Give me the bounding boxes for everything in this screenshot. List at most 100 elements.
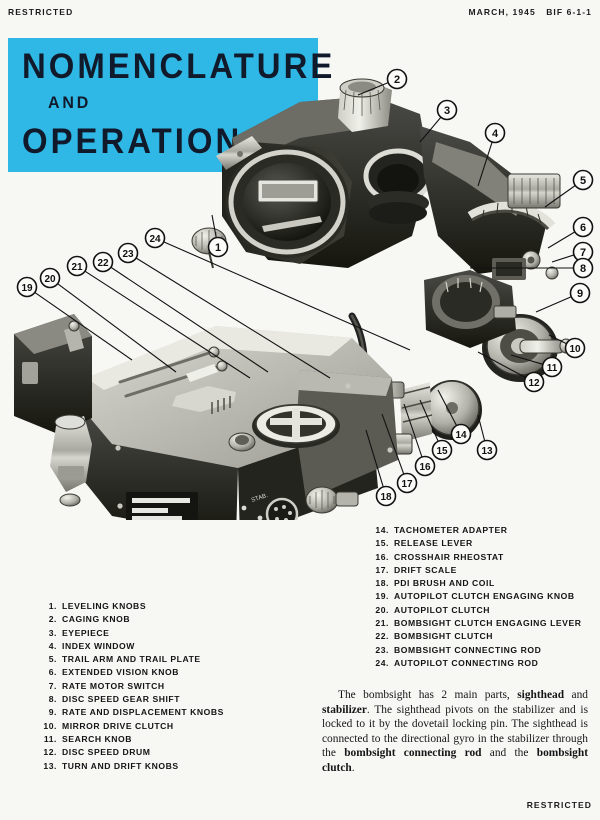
callout-bubble (144, 227, 166, 249)
callout-bubble (572, 257, 594, 279)
callout-leader-line (381, 413, 405, 475)
callout-number: 11 (547, 363, 558, 374)
callout-number: 9 (577, 288, 583, 300)
parts-list-item: 1.LEVELING KNOBS (40, 600, 224, 613)
parts-list-item-number: 5. (48, 654, 57, 665)
callout-bubble (66, 255, 88, 277)
callout-leader-line (477, 414, 486, 441)
parts-list-item-number: 14. (375, 525, 389, 535)
parts-list-item-label: EXTENDED VISION KNOB (62, 667, 180, 678)
parts-list-item-label: TACHOMETER ADAPTER (394, 525, 508, 535)
para-seg-1: The bombsight has 2 main parts, (338, 689, 518, 701)
callout-leader-line (535, 296, 572, 313)
callout-leader-line (84, 270, 251, 379)
callout-number: 15 (436, 446, 448, 457)
parts-list-item-number: 23. (375, 644, 389, 655)
callout-bubble (484, 122, 506, 144)
parts-list-item: 24.AUTOPILOT CONNECTING ROD (372, 657, 582, 670)
callout-11: 11 (541, 356, 563, 378)
callout-12: 12 (523, 371, 545, 393)
callout-leader-line (419, 116, 442, 143)
callout-4: 4 (484, 122, 506, 144)
callout-21: 21 (66, 255, 88, 277)
parts-list-item-label: BOMBSIGHT CLUTCH (394, 631, 494, 642)
callout-number: 22 (97, 258, 109, 269)
callout-leader-line (437, 389, 458, 426)
parts-list-item: 3.EYEPIECE (40, 627, 224, 640)
parts-list-item-number: 15. (375, 538, 389, 549)
callout-23: 23 (117, 242, 139, 264)
callout-3: 3 (436, 99, 458, 121)
bombsight-figure: STAB. (0, 30, 600, 520)
callout-15: 15 (431, 439, 453, 461)
parts-list-item: 12.DISC SPEED DRUM (40, 746, 224, 759)
callout-number: 14 (455, 430, 467, 441)
parts-list-item-label: TURN AND DRIFT KNOBS (62, 760, 179, 771)
callout-bubble (476, 439, 498, 461)
callout-16: 16 (414, 455, 436, 477)
parts-list-item-number: 22. (375, 631, 389, 642)
title-line-2: AND (48, 93, 92, 112)
callout-leader-line (548, 334, 567, 345)
parts-list-item-label: BOMBSIGHT CONNECTING ROD (394, 644, 542, 655)
callout-bubble (564, 337, 586, 359)
callout-bubble (375, 485, 397, 507)
para-bold-stabilizer: stabilizer (322, 703, 367, 716)
callout-leader-line (477, 351, 526, 378)
parts-list-item-label: PDI BRUSH AND COIL (394, 578, 495, 589)
callout-bubble (572, 216, 594, 238)
parts-list-item-label: AUTOPILOT CLUTCH (394, 604, 491, 615)
callout-24: 24 (144, 227, 166, 249)
callout-bubble (431, 439, 453, 461)
parts-list-item: 8.DISC SPEED GEAR SHIFT (40, 693, 224, 706)
title-line-1: NOMENCLATURE (22, 47, 336, 86)
para-bold-clutch: bombsight clutch (322, 747, 589, 774)
callout-bubble (572, 169, 594, 191)
para-seg-3: . The sighthead pivots on the stabilizer… (322, 703, 588, 760)
parts-list-item-number: 20. (375, 604, 389, 615)
parts-list-item-number: 3. (48, 627, 57, 638)
callout-bubble (396, 472, 418, 494)
parts-list-item: 20. AUTOPILOT CLUTCH (372, 604, 582, 617)
callout-number: 16 (419, 462, 431, 473)
parts-list-item-label: CROSSHAIR RHEOSTAT (394, 551, 504, 562)
callout-leader-line (403, 403, 423, 458)
parts-list-item: 2.CAGING KNOB (40, 613, 224, 626)
callout-number: 24 (149, 234, 161, 245)
callout-22: 22 (92, 251, 114, 273)
callout-bubble (39, 267, 61, 289)
callout-number: 12 (528, 378, 540, 389)
parts-list-item-number: 19. (375, 591, 389, 602)
callout-13: 13 (476, 439, 498, 461)
parts-list-item-label: DRIFT SCALE (394, 564, 457, 575)
parts-list-item-number: 10. (43, 720, 57, 731)
parts-list-item: 10.MIRROR DRIVE CLUTCH (40, 720, 224, 733)
parts-list-item-number: 13. (43, 760, 57, 771)
para-seg-5: . (351, 761, 355, 774)
callout-bubble (541, 356, 563, 378)
parts-list-item-label: SEARCH KNOB (62, 733, 133, 744)
callout-leader-line (365, 429, 384, 488)
callout-leader-line (419, 399, 439, 442)
parts-list-item-label: TRAIL ARM AND TRAIL PLATE (62, 654, 201, 665)
parts-list-item: 11.SEARCH KNOB (40, 733, 224, 746)
parts-list-item: 19.AUTOPILOT CLUTCH ENGAGING KNOB (372, 590, 582, 603)
parts-list-item: 13. TURN AND DRIFT KNOBS (40, 760, 224, 773)
parts-list-item: 14. TACHOMETER ADAPTER (372, 524, 582, 537)
parts-list-item: 21.BOMBSIGHT CLUTCH ENGAGING LEVER (372, 617, 582, 630)
parts-list-item-number: 12. (43, 747, 57, 758)
callout-8: 8 (572, 257, 594, 279)
parts-list-item-label: LEVELING KNOBS (62, 601, 147, 611)
callout-leader-line (57, 283, 177, 373)
callout-leader-line (357, 82, 389, 96)
callout-number: 1 (215, 242, 221, 254)
callout-5: 5 (572, 169, 594, 191)
para-bold-sighthead: sighthead (517, 689, 565, 701)
title-banner: NOMENCLATURE AND OPERATION (8, 38, 332, 172)
parts-list-item-label: RATE MOTOR SWITCH (62, 680, 165, 691)
parts-list-item: 6.EXTENDED VISION KNOB (40, 666, 224, 679)
